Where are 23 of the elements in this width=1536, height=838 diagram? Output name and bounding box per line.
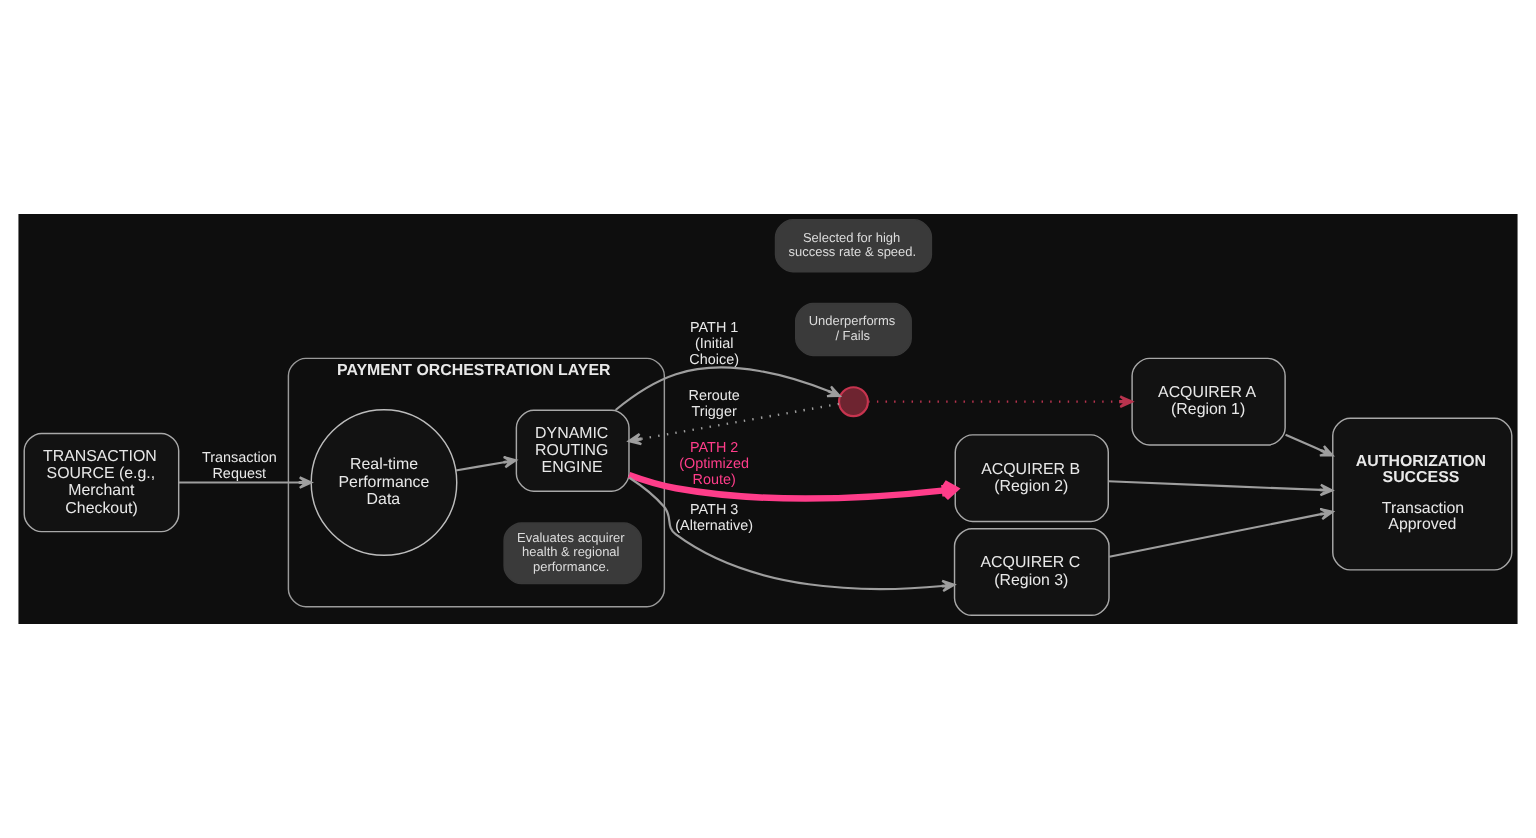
node-box: TRANSACTION SOURCE (e.g., Merchant Checkout) xyxy=(23,432,180,533)
edge-label: Reroute Trigger xyxy=(688,386,740,421)
node-box: AUTHORIZATION SUCCESS Transaction Approved xyxy=(1332,417,1513,571)
arrow xyxy=(1285,433,1334,457)
node-box: ACQUIRER B (Region 2) xyxy=(954,434,1109,523)
arrow xyxy=(1108,480,1334,497)
edge-label: PATH 1 (Initial Choice) xyxy=(689,318,739,369)
edge-label: PATH 2 (Optimized Route) xyxy=(679,438,749,488)
arrow xyxy=(868,395,1133,409)
arrow xyxy=(455,455,518,472)
edge-label: PATH 3 (Alternative) xyxy=(675,500,753,535)
node-box: ACQUIRER A (Region 1) xyxy=(1131,357,1286,446)
arrow xyxy=(614,366,841,411)
arrow xyxy=(1109,507,1334,558)
arrow xyxy=(627,402,840,446)
node-circle: Real-time Performance Data xyxy=(310,409,458,556)
arrow xyxy=(178,476,313,489)
node-box: ACQUIRER C (Region 3) xyxy=(953,528,1110,617)
edge-label: Transaction Request xyxy=(201,448,277,483)
node-box: DYNAMIC ROUTING ENGINE xyxy=(515,409,630,492)
node-circle xyxy=(837,386,869,418)
arrow xyxy=(628,476,956,593)
arrow xyxy=(628,472,959,502)
